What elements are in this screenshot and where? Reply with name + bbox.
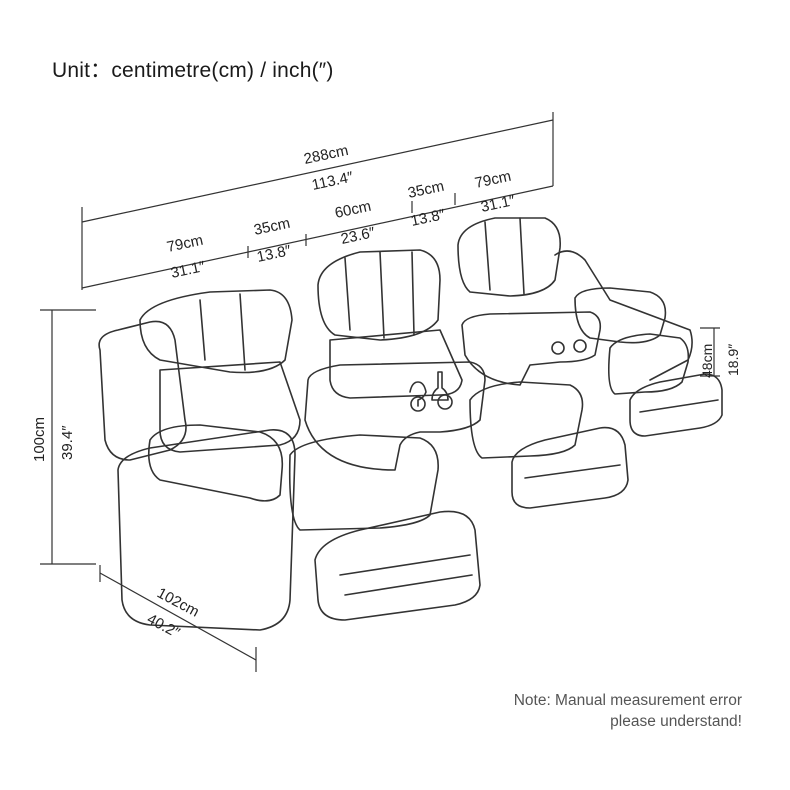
seat-middle-inch: 23.6″ [339, 224, 377, 248]
sofa-illustration [98, 217, 723, 631]
left-footrest [314, 510, 481, 621]
cup-holder-left-2 [437, 394, 453, 410]
seat-left-cm: 79cm [165, 232, 204, 256]
left-seat-back-lower [159, 361, 301, 453]
depth-line [99, 572, 257, 661]
height-inch: 39.4″ [59, 425, 76, 460]
left-arm-top [147, 424, 284, 502]
right-arm-side [554, 250, 693, 381]
overall-width-line [81, 119, 554, 223]
height-cm: 100cm [31, 417, 48, 462]
note-line-1: Note: Manual measurement error [513, 692, 742, 709]
middle-seat-back-lower [329, 329, 463, 399]
bottle [431, 371, 449, 401]
note-line-2: please understand! [610, 713, 742, 730]
middle-footrest [511, 426, 629, 509]
unit-title: Unit：centimetre(cm) / inch(″) [52, 59, 334, 82]
left-seat-back [139, 289, 293, 374]
seat-middle-cm: 60cm [333, 198, 372, 222]
middle-seat-back [317, 249, 441, 341]
arm-height-inch: 18.9″ [725, 344, 741, 376]
total-width-inch: 113.4″ [310, 168, 355, 193]
left-arm-side-panel [117, 429, 296, 631]
console-left-inch: 13.8″ [255, 242, 293, 266]
right-arm [574, 287, 667, 344]
console-left-cm: 35cm [252, 215, 291, 239]
total-width-cm: 288cm [302, 142, 350, 168]
console-right-inch: 13.8″ [409, 206, 447, 230]
arm-height-cm: 48cm [699, 344, 715, 378]
cup-holder-right-2 [573, 339, 587, 353]
right-footrest [629, 373, 723, 437]
seat-left-inch: 31.1″ [169, 258, 207, 282]
cup-holder-right-1 [551, 341, 565, 355]
depth-inch: 40.2″ [144, 611, 183, 643]
left-seat-cushion [288, 434, 439, 531]
seat-right-inch: 31.1″ [479, 192, 517, 216]
dimension-lines [40, 112, 720, 672]
console-right-cm: 35cm [406, 178, 445, 202]
right-seat-cushion [608, 333, 690, 395]
middle-seat-cushion [469, 381, 584, 459]
segment-baseline [81, 185, 554, 289]
seat-right-cm: 79cm [473, 168, 512, 192]
measurement-note: Note: Manual measurement error please un… [514, 690, 742, 732]
right-seat-back [457, 217, 562, 297]
cup-holder-left-1 [410, 396, 426, 412]
wine-glass [409, 381, 427, 407]
right-console [461, 311, 602, 386]
left-console [304, 361, 486, 471]
left-arm-body [98, 320, 187, 461]
